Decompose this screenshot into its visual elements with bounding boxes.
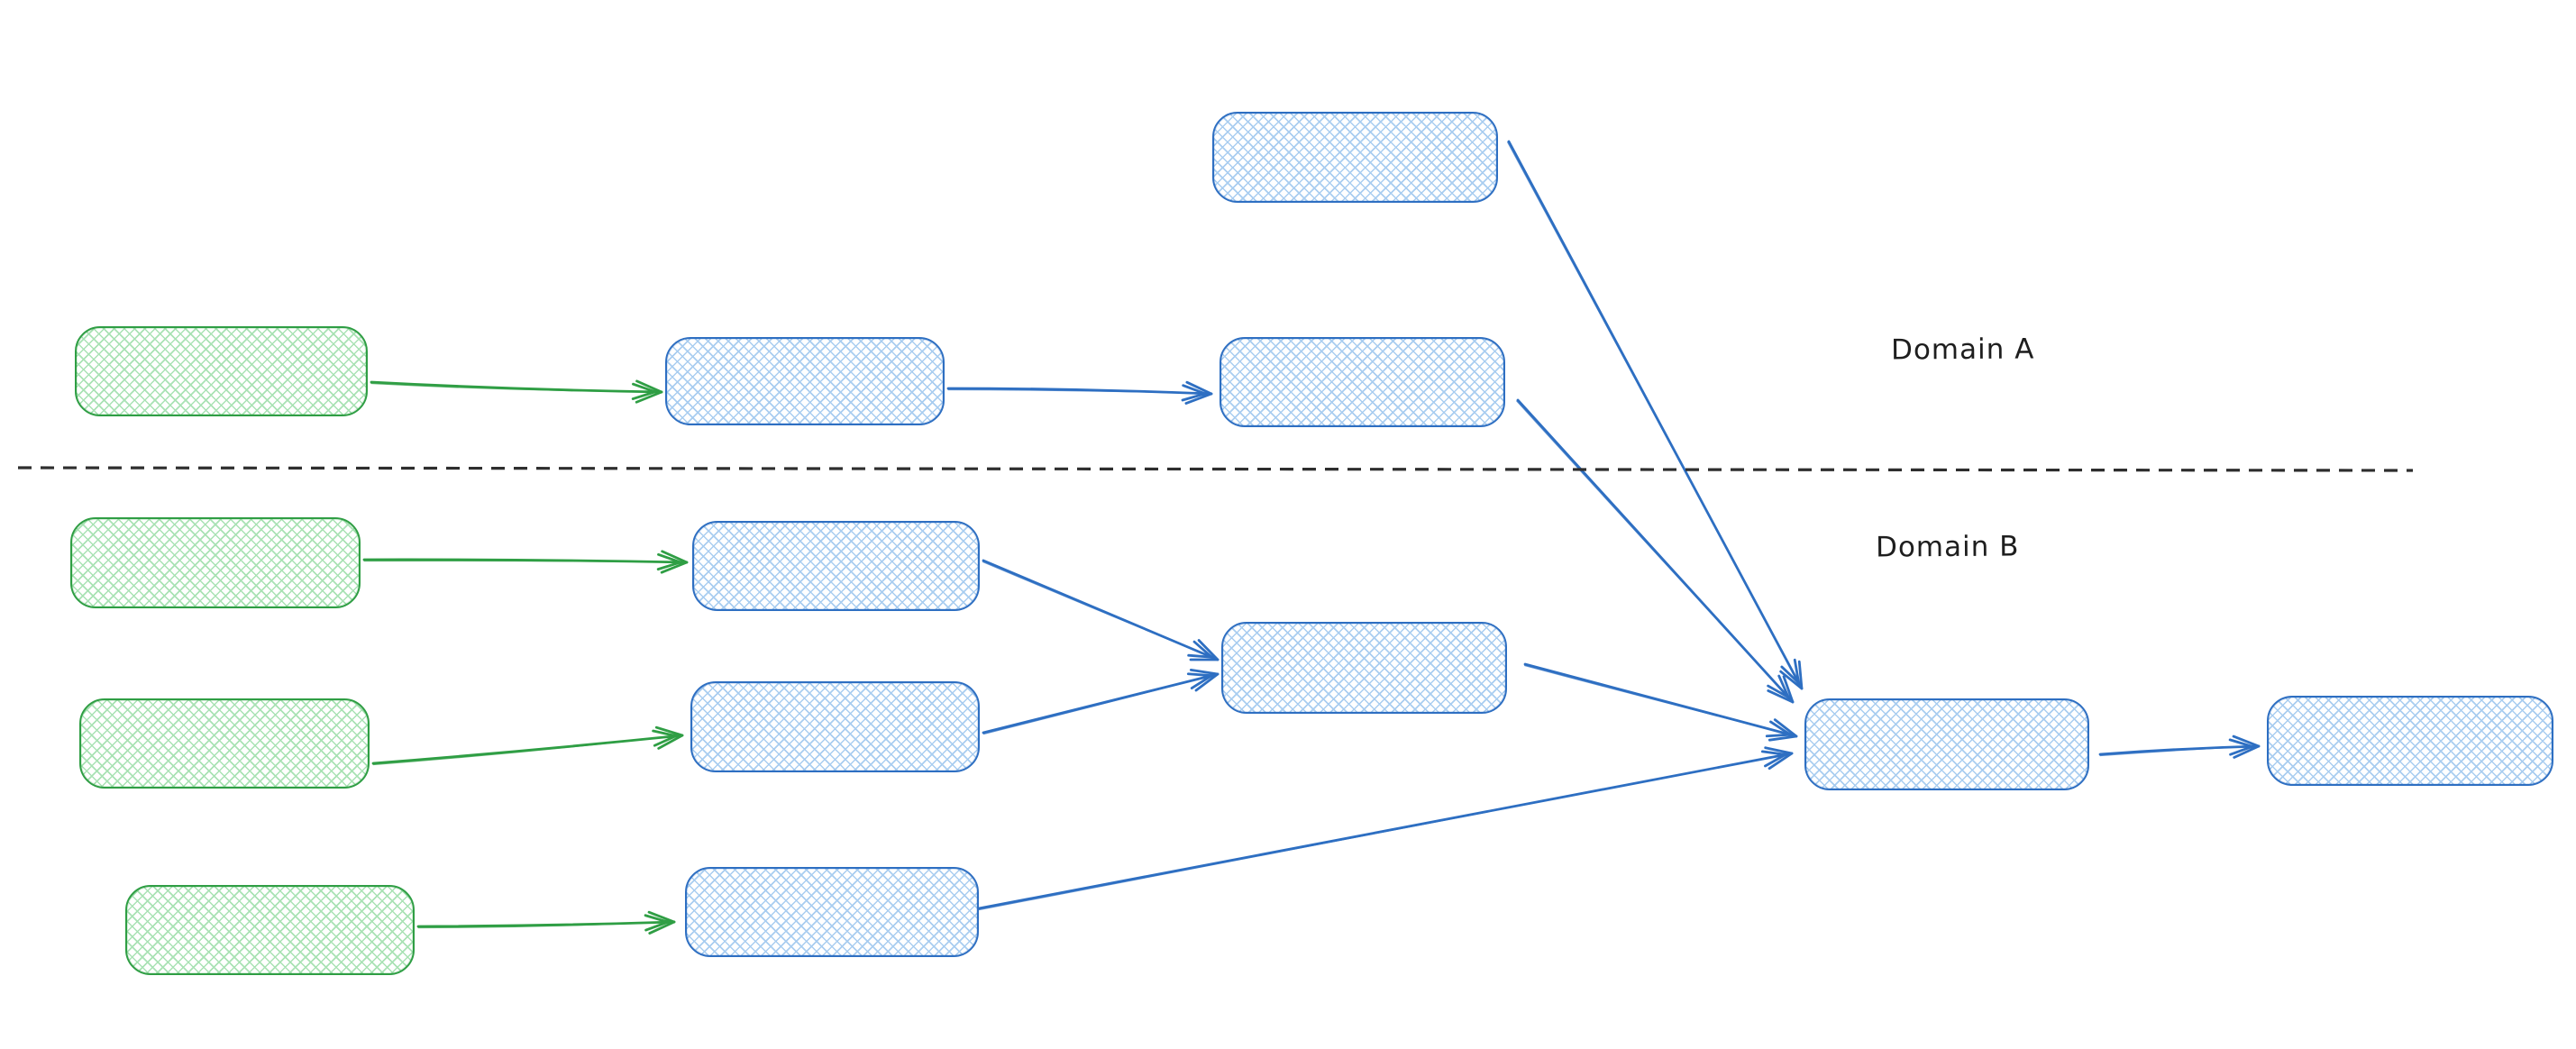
edge-green-b2-to-blue-b2-arrowhead (652, 725, 684, 750)
domain-divider-dashed-line (17, 466, 2414, 472)
edge-blue-a2-to-merge-arrowhead (1767, 674, 1795, 704)
edge-blue-top-to-merge-line-echo (1507, 141, 1801, 687)
node-blue-domain-b-stage-1a (692, 521, 980, 611)
node-green-domain-b-source-3 (125, 885, 415, 975)
edge-green-b3-to-blue-b3-arrowhead (644, 910, 676, 935)
edge-green-b1-to-blue-b1-arrowhead (656, 550, 689, 574)
edge-blue-a1-to-blue-a2-arrowhead (1181, 380, 1213, 405)
edge-blue-b3-to-merge-line-echo (978, 753, 1789, 911)
edge-green-a-to-blue-a1-line (370, 380, 663, 394)
edge-blue-b3-to-merge-arrowhead (1760, 746, 1794, 771)
edge-blue-b2-to-join-line-echo (982, 674, 1215, 735)
edge-green-a-to-blue-a1-arrowhead (631, 379, 663, 404)
domain-a-label: Domain A (1890, 333, 2035, 367)
node-blue-domain-a-stage-2 (1219, 337, 1505, 427)
edge-blue-b1-to-join-arrowhead (1187, 639, 1219, 661)
edge-merge-to-final-arrowhead (2228, 734, 2261, 759)
node-green-domain-b-source-1 (70, 517, 361, 608)
edge-green-a-to-blue-a1-line-echo (370, 383, 659, 393)
node-blue-domain-b-stage-1c (685, 867, 979, 957)
node-green-domain-b-source-2 (79, 698, 370, 789)
edge-green-b2-to-blue-b2-line (371, 734, 684, 765)
node-blue-merge (1804, 698, 2089, 790)
edge-join-to-merge-line-echo (1524, 664, 1794, 736)
node-blue-domain-a-stage-1 (665, 337, 945, 425)
edge-blue-b2-to-join-arrowhead (1186, 668, 1219, 692)
edge-merge-to-final-line-echo (2099, 745, 2256, 757)
node-green-domain-a-source (75, 326, 368, 416)
node-blue-domain-b-stage-1b (690, 681, 980, 772)
edge-blue-a2-to-merge-line-echo (1516, 400, 1791, 700)
edge-blue-a1-to-blue-a2-line-echo (947, 389, 1209, 395)
node-blue-domain-a-top (1212, 112, 1498, 203)
edge-green-b3-to-blue-b3-line-echo (417, 921, 671, 929)
node-blue-domain-b-join (1221, 622, 1507, 714)
domain-b-label: Domain B (1875, 530, 2020, 564)
edge-blue-top-to-merge-arrowhead (1779, 658, 1804, 690)
node-blue-final (2267, 696, 2553, 786)
edge-join-to-merge-arrowhead (1765, 718, 1798, 742)
edge-blue-b1-to-join-line-echo (982, 561, 1215, 659)
edge-green-b2-to-blue-b2-line-echo (372, 734, 680, 766)
